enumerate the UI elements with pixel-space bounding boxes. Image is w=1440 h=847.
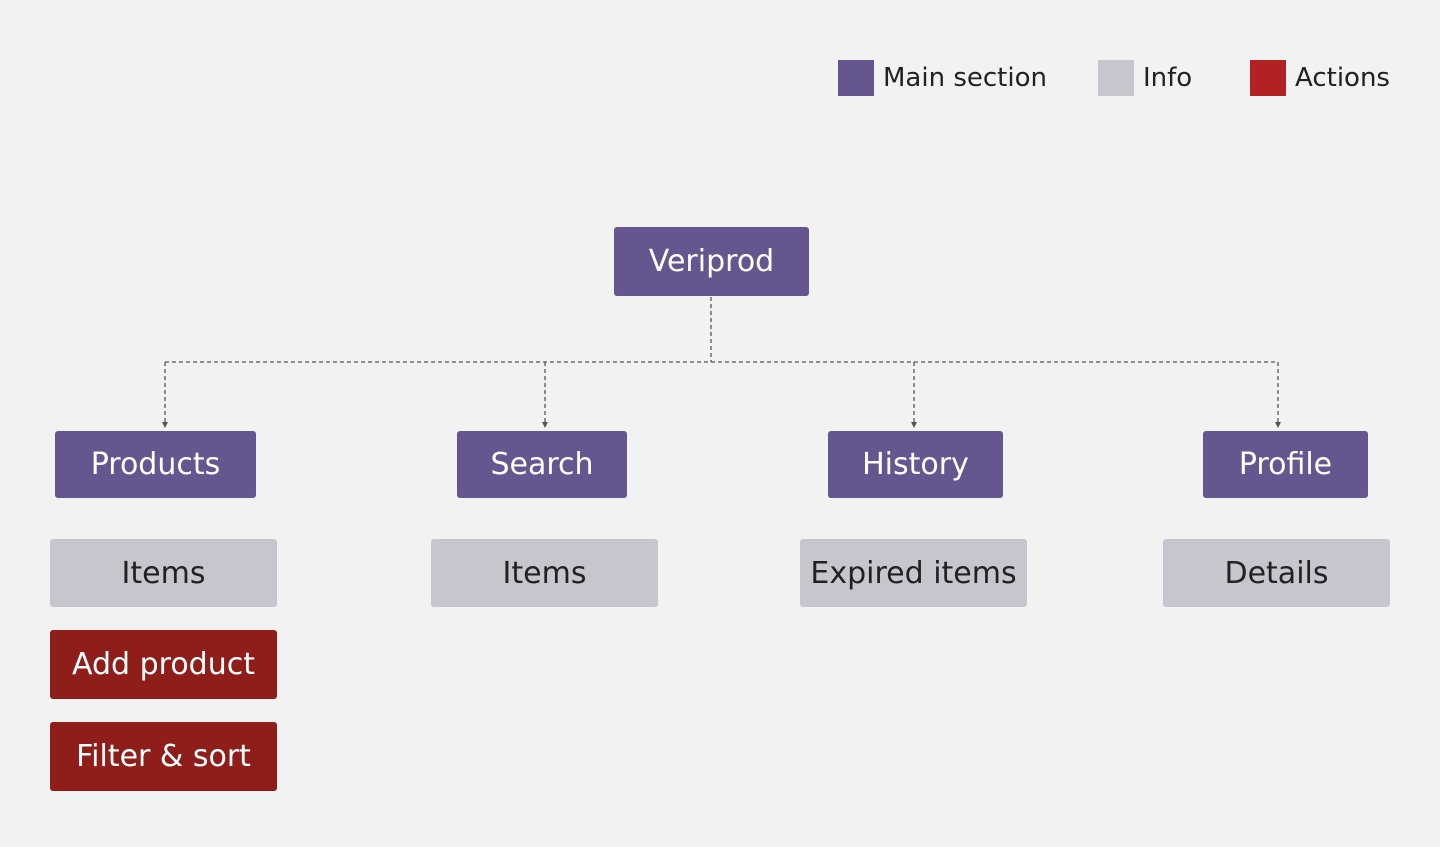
node-veriprod: Veriprod: [614, 227, 809, 296]
node-products: Products: [55, 431, 256, 498]
node-details: Details: [1163, 539, 1390, 607]
node-products-items: Items: [50, 539, 277, 607]
legend-main-section: Main section: [838, 60, 1047, 96]
legend-actions-label: Actions: [1295, 63, 1390, 93]
node-history: History: [828, 431, 1003, 498]
node-filter-sort: Filter & sort: [50, 722, 277, 791]
node-profile: Profile: [1203, 431, 1368, 498]
legend-main-swatch: [838, 60, 874, 96]
node-add-product: Add product: [50, 630, 277, 699]
legend-main-label: Main section: [883, 63, 1047, 93]
legend-info: Info: [1098, 60, 1192, 96]
legend-info-label: Info: [1143, 63, 1193, 93]
node-search: Search: [457, 431, 627, 498]
legend-info-swatch: [1098, 60, 1134, 96]
legend-actions-swatch: [1250, 60, 1286, 96]
node-expired-items: Expired items: [800, 539, 1027, 607]
node-search-items: Items: [431, 539, 658, 607]
legend-actions: Actions: [1250, 60, 1390, 96]
